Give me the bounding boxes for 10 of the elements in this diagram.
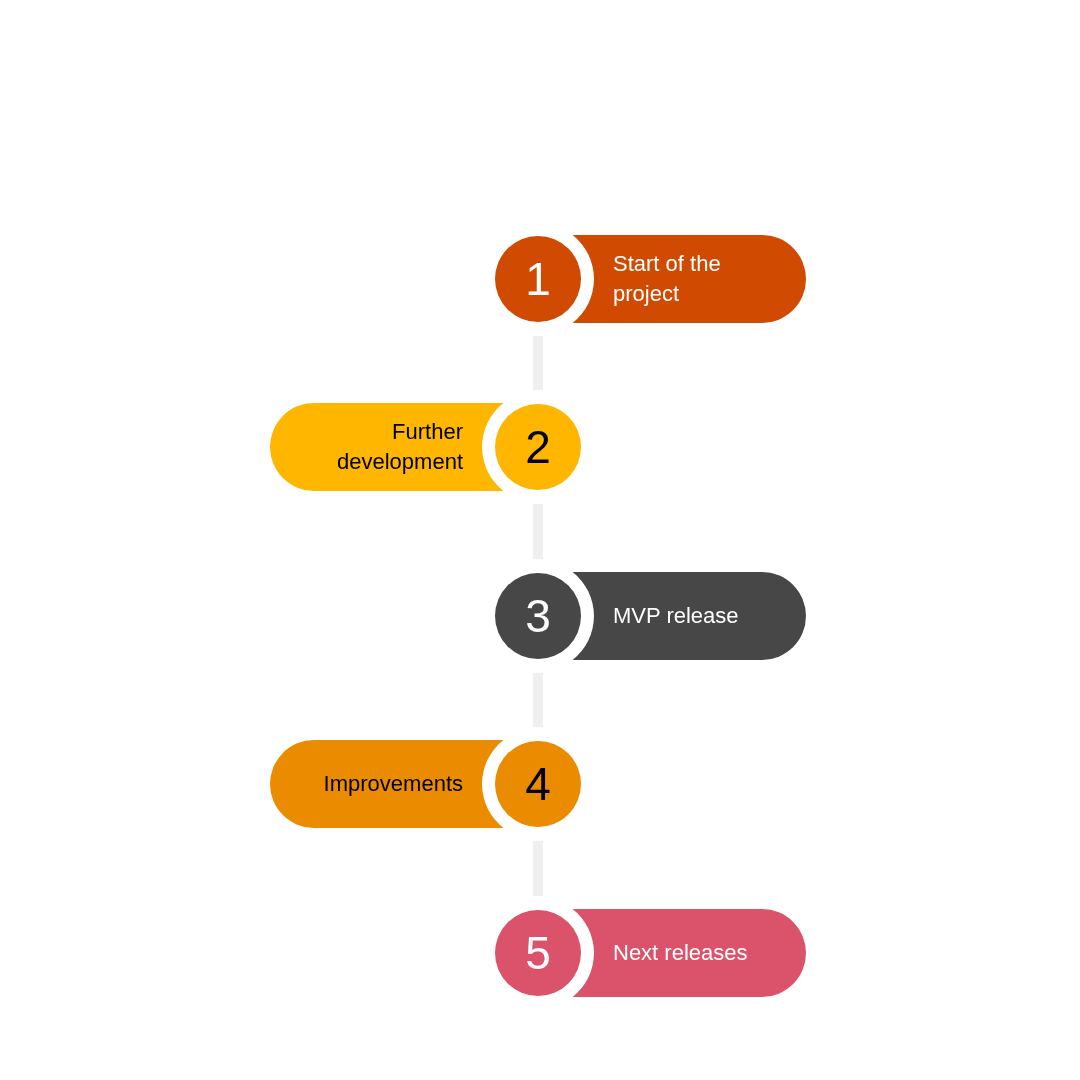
step-number: 2	[525, 424, 551, 470]
step-label: Further development	[336, 418, 463, 476]
step-number: 1	[525, 256, 551, 302]
step-label: Improvements	[323, 770, 463, 798]
step-number: 4	[525, 761, 551, 807]
step-label: Next releases	[613, 939, 748, 967]
step-number: 5	[525, 930, 551, 976]
step-label: MVP release	[613, 602, 739, 630]
step-number: 3	[525, 593, 551, 639]
step-label: Start of the project	[613, 250, 722, 308]
